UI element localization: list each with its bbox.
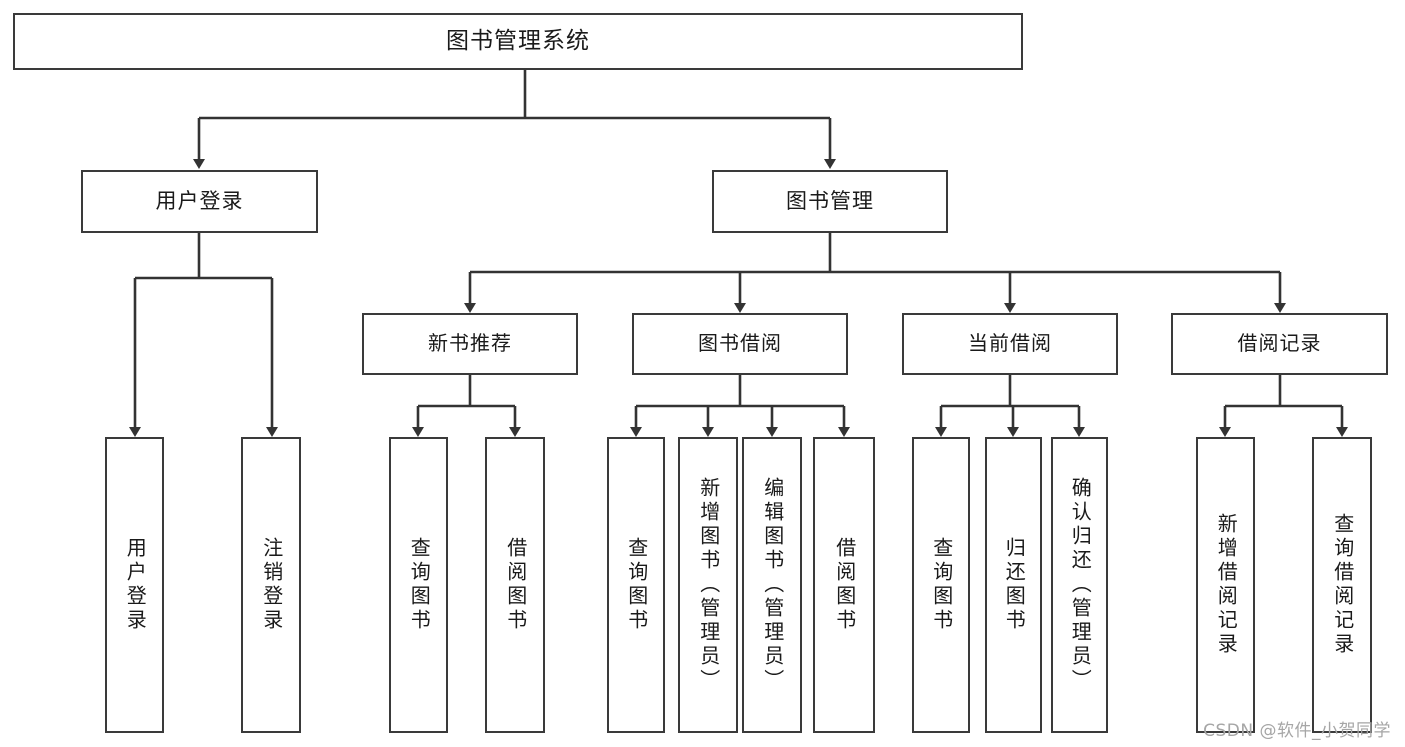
- leaf-confirm-return-admin[interactable]: 确认归还（管理员）: [1051, 437, 1108, 733]
- leaf-user-logout-label: 注销登录: [259, 537, 284, 633]
- leaf-recommend-query-book[interactable]: 查询图书: [389, 437, 448, 733]
- node-current-borrow[interactable]: 当前借阅: [902, 313, 1118, 375]
- leaf-borrow-book[interactable]: 借阅图书: [813, 437, 875, 733]
- leaf-add-book-admin-label: 新增图书（管理员）: [696, 477, 721, 693]
- leaf-recommend-borrow-book-label: 借阅图书: [503, 537, 528, 633]
- leaf-edit-book-admin[interactable]: 编辑图书（管理员）: [742, 437, 802, 733]
- node-book-borrow-label: 图书借阅: [698, 331, 782, 356]
- leaf-current-query-book-label: 查询图书: [929, 537, 954, 633]
- node-user-login[interactable]: 用户登录: [81, 170, 318, 233]
- leaf-current-query-book[interactable]: 查询图书: [912, 437, 970, 733]
- node-book-management-label: 图书管理: [786, 189, 874, 214]
- leaf-add-borrow-record-label: 新增借阅记录: [1214, 513, 1239, 657]
- leaf-edit-book-admin-label: 编辑图书（管理员）: [760, 477, 785, 693]
- leaf-confirm-return-admin-label: 确认归还（管理员）: [1068, 477, 1093, 693]
- leaf-add-borrow-record[interactable]: 新增借阅记录: [1196, 437, 1255, 733]
- node-borrow-record-label: 借阅记录: [1237, 331, 1322, 356]
- leaf-borrow-book-label: 借阅图书: [832, 537, 857, 633]
- node-borrow-record[interactable]: 借阅记录: [1171, 313, 1388, 375]
- leaf-add-book-admin[interactable]: 新增图书（管理员）: [678, 437, 738, 733]
- leaf-borrow-query-book-label: 查询图书: [624, 537, 649, 633]
- leaf-query-borrow-record[interactable]: 查询借阅记录: [1312, 437, 1372, 733]
- node-root-label: 图书管理系统: [446, 28, 590, 55]
- node-user-login-label: 用户登录: [155, 189, 244, 214]
- node-root[interactable]: 图书管理系统: [13, 13, 1023, 70]
- leaf-user-login-label: 用户登录: [123, 537, 148, 633]
- node-current-borrow-label: 当前借阅: [968, 331, 1052, 356]
- node-new-book-recommend-label: 新书推荐: [428, 331, 512, 356]
- leaf-return-book-label: 归还图书: [1002, 537, 1027, 633]
- watermark: CSDN @软件_小贺同学: [1203, 721, 1391, 741]
- node-book-borrow[interactable]: 图书借阅: [632, 313, 848, 375]
- leaf-recommend-query-book-label: 查询图书: [407, 537, 432, 633]
- leaf-user-logout[interactable]: 注销登录: [241, 437, 301, 733]
- leaf-query-borrow-record-label: 查询借阅记录: [1330, 513, 1355, 657]
- leaf-borrow-query-book[interactable]: 查询图书: [607, 437, 665, 733]
- node-book-management[interactable]: 图书管理: [712, 170, 948, 233]
- leaf-return-book[interactable]: 归还图书: [985, 437, 1042, 733]
- leaf-recommend-borrow-book[interactable]: 借阅图书: [485, 437, 545, 733]
- node-new-book-recommend[interactable]: 新书推荐: [362, 313, 578, 375]
- leaf-user-login[interactable]: 用户登录: [105, 437, 164, 733]
